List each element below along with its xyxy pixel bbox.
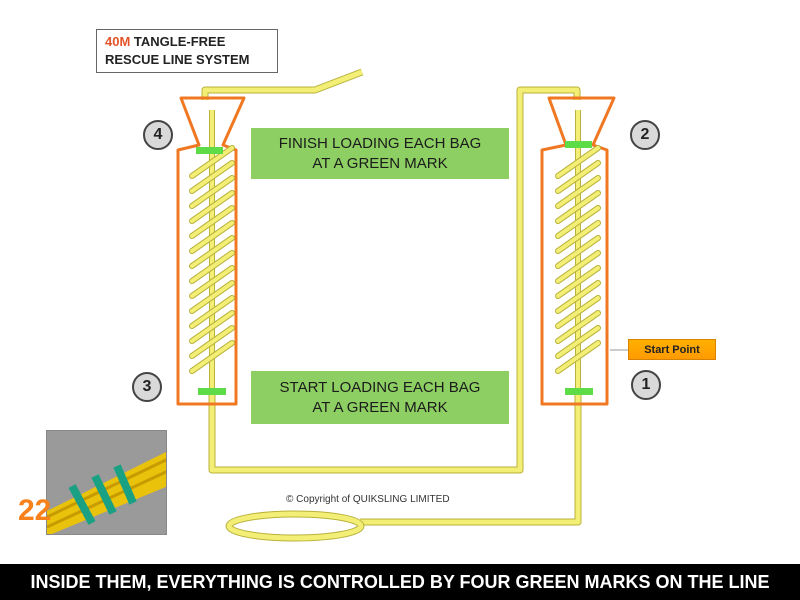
start-point-label: Start Point [628, 339, 716, 360]
start-label-line1: START LOADING EACH BAG [251, 378, 509, 398]
title-line2: RESCUE LINE SYSTEM [105, 51, 277, 69]
marker-2: 2 [630, 120, 660, 150]
copyright-text: © Copyright of QUIKSLING LIMITED [286, 494, 450, 505]
marker-4: 4 [143, 120, 173, 150]
title-accent: 40M [105, 34, 130, 49]
title-box: 40M TANGLE-FREE RESCUE LINE SYSTEM [96, 29, 278, 73]
green-mark-1 [565, 388, 593, 395]
copyright-icon: © [286, 494, 293, 505]
start-label-box: START LOADING EACH BAG AT A GREEN MARK [251, 371, 509, 424]
finish-label-line1: FINISH LOADING EACH BAG [251, 134, 509, 154]
caption-bar: INSIDE THEM, EVERYTHING IS CONTROLLED BY… [0, 564, 800, 600]
green-mark-2 [565, 141, 592, 148]
green-mark-3 [198, 388, 226, 395]
marker-3: 3 [132, 372, 162, 402]
slide-number: 22 [18, 494, 51, 528]
rope-photo-illustration [47, 431, 167, 535]
copyright-label: Copyright of QUIKSLING LIMITED [296, 494, 449, 505]
finish-label-line2: AT A GREEN MARK [251, 154, 509, 174]
green-mark-4 [196, 147, 223, 154]
finish-label-box: FINISH LOADING EACH BAG AT A GREEN MARK [251, 128, 509, 179]
marker-1: 1 [631, 370, 661, 400]
caption-text: INSIDE THEM, EVERYTHING IS CONTROLLED BY… [30, 572, 769, 593]
start-label-line2: AT A GREEN MARK [251, 398, 509, 418]
title-line1: TANGLE-FREE [134, 34, 225, 49]
rope-photo [46, 430, 167, 535]
